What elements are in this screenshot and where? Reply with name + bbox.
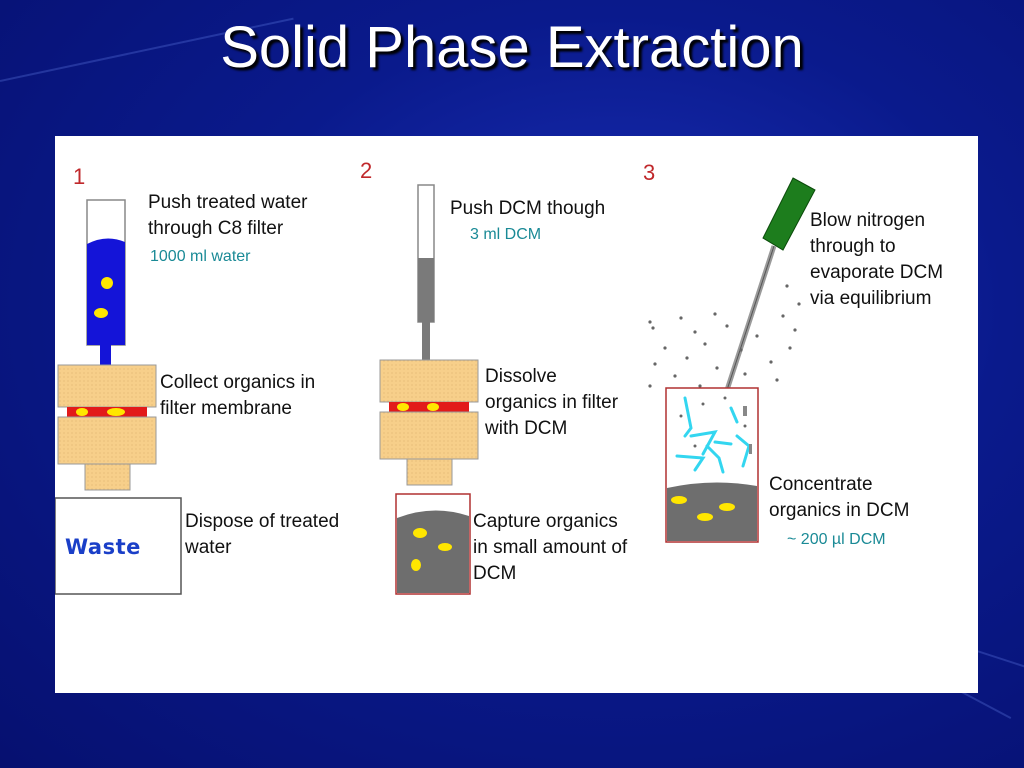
organic-particle <box>413 528 427 538</box>
organic-particle <box>101 277 113 289</box>
step2-filter <box>379 359 479 486</box>
organic-particle <box>107 408 125 416</box>
organic-particle <box>671 496 687 504</box>
organic-particle <box>397 403 409 411</box>
step1-collect-label: Collect organics in filter membrane <box>160 372 316 419</box>
step2-capture-label: Capture organics in small amount of DCM <box>473 511 628 584</box>
step1-number: 1 <box>73 164 86 189</box>
step2-dissolve-label: Dissolve organics in filter with DCM <box>485 366 619 439</box>
step1-filter <box>57 364 157 491</box>
waste-label: Waste <box>65 535 141 559</box>
step2-push-label: Push DCM though <box>450 198 606 219</box>
step2-volume-label: 3 ml DCM <box>470 226 542 243</box>
step1-dispose-label: Dispose of treated water <box>185 511 340 558</box>
diagram-panel: 1 2 3 Push treated water through C8 filt… <box>54 136 978 693</box>
diagram-canvas <box>54 177 816 595</box>
organic-particle <box>697 513 713 521</box>
organic-particle <box>719 503 735 511</box>
organic-particle <box>427 403 439 411</box>
step3-blow-label: Blow nitrogen through to evaporate DCM v… <box>810 210 944 309</box>
step3-evaporating-dcm <box>675 396 751 474</box>
slide-title: Solid Phase Extraction <box>220 15 804 80</box>
step1-waste-container <box>54 497 182 595</box>
step3-volume-label: ~ 200 µl DCM <box>787 531 886 548</box>
step3-concentrate-label: Concentrate organics in DCM <box>769 474 910 521</box>
step1-syringe <box>86 199 126 365</box>
organic-particle <box>411 559 421 571</box>
step2-capture-vial <box>395 493 471 595</box>
step1-push-label: Push treated water through C8 filter <box>148 192 308 239</box>
organic-particle <box>438 543 452 551</box>
step3-number: 3 <box>643 160 656 185</box>
step3-vial-dots <box>679 396 752 454</box>
step3-vapor-dots <box>648 284 801 400</box>
step2-syringe <box>417 184 435 360</box>
organic-particle <box>94 308 108 318</box>
organic-particle <box>76 408 88 416</box>
step3-vial <box>665 387 759 543</box>
step2-number: 2 <box>360 158 373 183</box>
step1-volume-label: 1000 ml water <box>150 248 251 265</box>
